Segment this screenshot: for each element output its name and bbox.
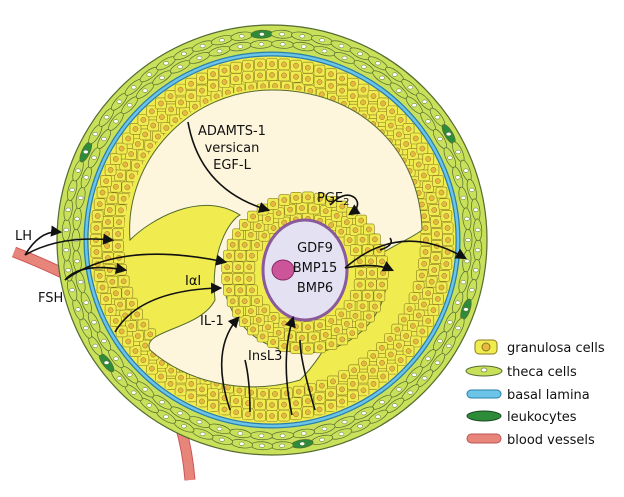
arrow-insl3	[285, 315, 296, 416]
label-egfl: EGF-L	[213, 158, 251, 173]
svg-text:blood vessels: blood vessels	[507, 433, 595, 448]
label-pge2: PGE2	[317, 191, 350, 208]
label-iai: IαI	[185, 274, 201, 289]
svg-text:basal lamina: basal lamina	[507, 388, 590, 403]
label-bmp6: BMP6	[297, 281, 333, 296]
legend-item-leukocytes: leukocytes	[466, 410, 577, 425]
label-fsh: FSH	[38, 291, 63, 306]
label-bmp15: BMP15	[293, 261, 338, 276]
arrow-adamts	[187, 121, 271, 213]
arrow-fsh-2	[64, 253, 228, 281]
legend-item-blood-vessels: blood vessels	[466, 433, 595, 448]
label-il1: IL-1	[200, 314, 224, 329]
arrow-lh-2	[24, 233, 115, 256]
svg-text:leukocytes: leukocytes	[507, 410, 577, 425]
arrow-lh-1	[24, 225, 63, 256]
label-versican: versican	[205, 141, 260, 156]
svg-text:granulosa cells: granulosa cells	[507, 341, 605, 356]
svg-text:theca cells: theca cells	[507, 365, 577, 380]
oocyte-nucleus	[271, 259, 295, 281]
legend: granulosa cells theca cells basal lamina…	[465, 339, 605, 448]
legend-item-theca: theca cells	[465, 365, 577, 380]
oocyte	[261, 218, 349, 322]
label-adamts: ADAMTS-1	[198, 124, 266, 139]
arrow-gdf-2	[344, 261, 395, 272]
label-lh: LH	[15, 229, 32, 244]
arrow-pge2	[329, 194, 361, 216]
label-insl3: InsL3	[248, 349, 282, 364]
arrow-il1	[220, 316, 240, 411]
arrow-gdf-1	[344, 240, 467, 269]
arrow-iai	[114, 282, 223, 333]
legend-item-granulosa: granulosa cells	[474, 339, 605, 356]
legend-item-basal-lamina: basal lamina	[466, 388, 590, 403]
label-gdf9: GDF9	[297, 241, 333, 256]
